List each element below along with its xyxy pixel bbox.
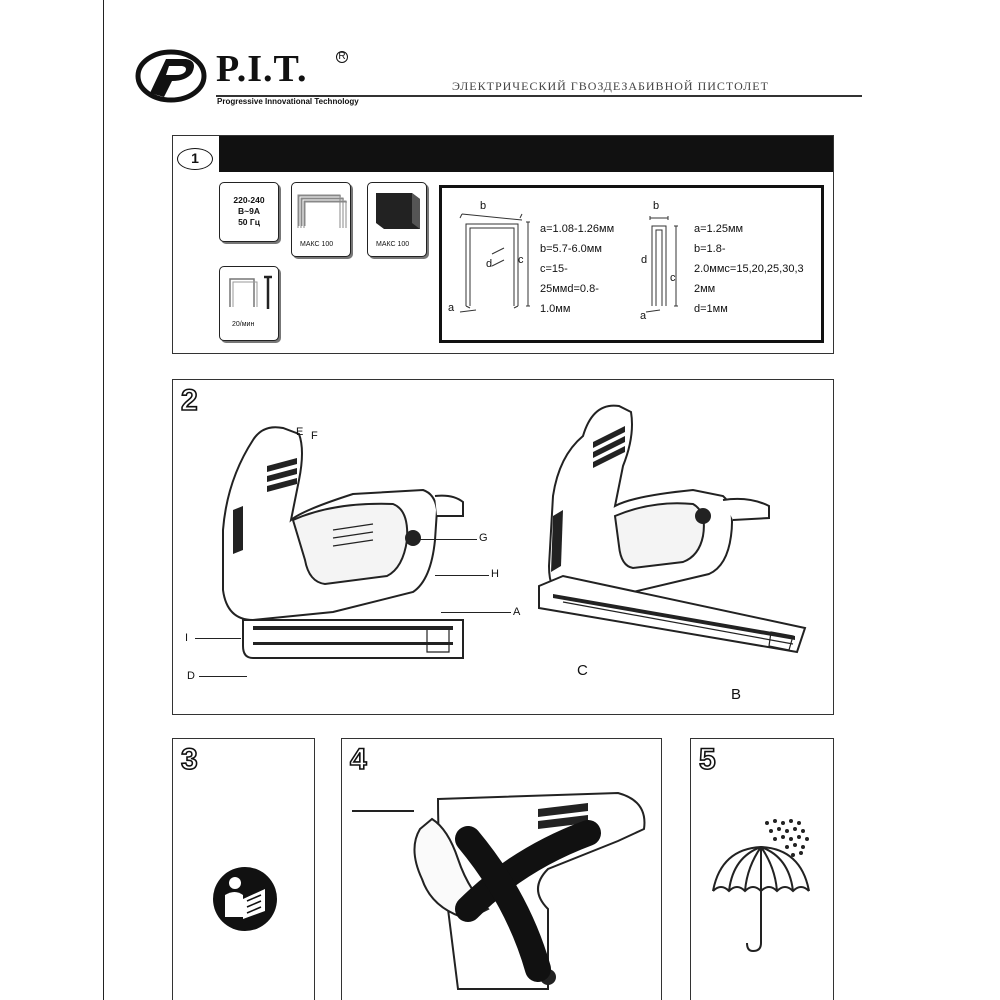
header-rule (216, 95, 862, 97)
pit-logo: P.I.T. R Progressive Innovational Techno… (135, 47, 359, 107)
staple-a-label-b: b (480, 200, 487, 212)
spec-current: В~9А (238, 206, 260, 216)
spec-voltage: 220-240 (233, 195, 265, 205)
nail-strip-icon (376, 193, 420, 229)
staple-a-label-c: c (518, 254, 524, 266)
panel-1-specifications: 1 220-240 В~9А 50 Гц МАКС 100 МАКС 100 (172, 135, 834, 354)
panel-1-number: 1 (177, 148, 213, 170)
panel-2-components: 2 E F G H A I D (172, 379, 834, 715)
panel-2-number: 2 (180, 384, 198, 417)
part-label-a: A (513, 606, 521, 618)
staple-b-label-b: b (653, 200, 660, 212)
pit-logo-icon (135, 49, 207, 103)
leader-line-h (435, 575, 489, 576)
rain-umbrella-icon (712, 819, 810, 953)
nail-strip-caption: МАКС 100 (376, 241, 410, 248)
read-manual-icon (213, 867, 277, 931)
panel-5-keep-dry: 5 (690, 738, 834, 1000)
staple-b-label-c: c (670, 272, 676, 284)
staple-dimensions-panel: b d c a a=1.08-1.26мм b=5.7-6.0мм c=15- … (439, 185, 824, 343)
staple-b-diagram (645, 216, 678, 313)
staple-a-spec-line: c=15- (540, 263, 568, 275)
spec-rate-box: 20/мин (219, 266, 279, 341)
rate-caption: 20/мин (232, 321, 255, 328)
panel-4-warning: 4 (341, 738, 662, 1000)
staple-a-label-d: d (486, 258, 493, 270)
panel-3-number: 3 (180, 743, 198, 776)
part-label-b: B (731, 686, 742, 703)
leader-line-g (417, 539, 477, 540)
part-label-h: H (491, 568, 499, 580)
nailer-side-view-illustration (222, 426, 464, 659)
staple-b-label-d: d (641, 254, 648, 266)
panel-4-number: 4 (349, 743, 367, 776)
leader-line-a (441, 612, 511, 613)
staple-a-label-a: a (448, 302, 455, 314)
staples-caption: МАКС 100 (300, 241, 334, 248)
spec-nail-strip-box: МАКС 100 (367, 182, 427, 257)
page-margin-line (103, 0, 104, 1000)
spec-power-box: 220-240 В~9А 50 Гц (219, 182, 279, 242)
leader-line-i (195, 638, 241, 639)
brand-name: P.I.T. (216, 48, 308, 90)
part-label-e: E (296, 426, 304, 438)
nailer-three-quarter-view-illustration (538, 404, 807, 654)
staple-b-spec-line: 2мм (694, 283, 716, 295)
panel-1-header-bar (219, 136, 833, 172)
part-label-c: C (577, 662, 588, 679)
staples-stack-icon (297, 194, 347, 228)
do-not-hold-muzzle-illustration (352, 791, 646, 990)
panel-5-number: 5 (698, 743, 716, 776)
staple-a-spec-line: a=1.08-1.26мм (540, 223, 615, 235)
part-label-f: F (311, 430, 318, 442)
staple-b-spec-line: 2.0ммc=15,20,25,30,3 (694, 263, 804, 275)
spec-frequency: 50 Гц (238, 217, 260, 227)
part-label-g: G (479, 532, 488, 544)
staple-and-nail-icon (229, 275, 272, 309)
brand-tagline: Progressive Innovational Technology (217, 97, 359, 106)
staple-a-spec-line: b=5.7-6.0мм (540, 243, 602, 255)
staple-a-spec-line: 25ммd=0.8- (540, 283, 599, 295)
staple-b-label-a: a (640, 310, 647, 322)
staple-b-spec-line: b=1.8- (694, 243, 726, 255)
staple-a-spec-line: 1.0мм (540, 303, 571, 315)
part-label-i: I (185, 632, 189, 644)
document-title: ЭЛЕКТРИЧЕСКИЙ ГВОЗДЕЗАБИВНОЙ ПИСТОЛЕТ (452, 79, 769, 93)
staple-b-spec-line: a=1.25мм (694, 223, 744, 235)
staple-b-spec-line: d=1мм (694, 303, 728, 315)
staple-a-diagram (459, 213, 530, 313)
registered-mark: R (336, 51, 348, 63)
leader-line-d (199, 676, 247, 677)
panel-3-read-manual: 3 (172, 738, 315, 1000)
part-label-d: D (187, 670, 195, 682)
spec-staples-box: МАКС 100 (291, 182, 351, 257)
